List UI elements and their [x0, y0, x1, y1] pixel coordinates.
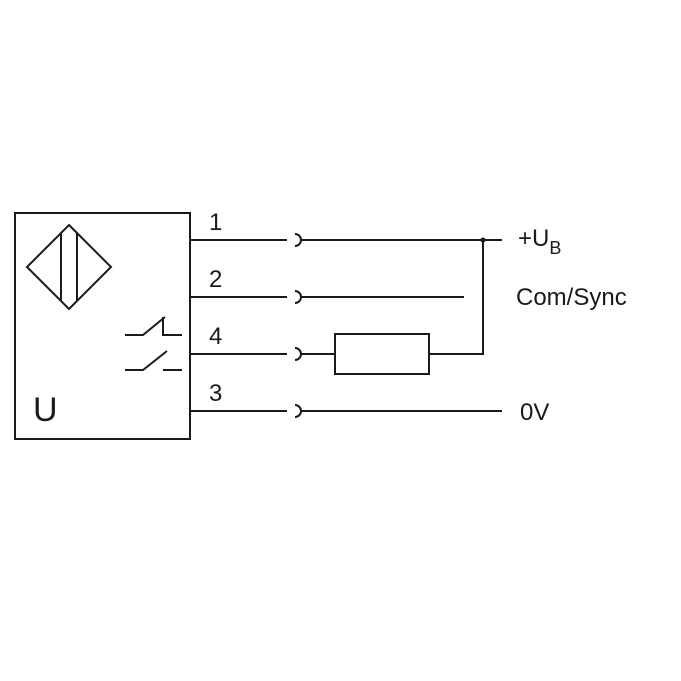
connector-icon [294, 404, 302, 418]
switch-contact-icon [125, 316, 182, 371]
sensor-housing [14, 212, 191, 440]
sensor-label: U [33, 391, 58, 429]
wire-pin-1 [190, 233, 502, 247]
wire-pin-2 [190, 290, 464, 304]
wire-pin-4 [190, 240, 484, 375]
connector-icon [294, 347, 302, 361]
terminal-label-ub: +UB [518, 225, 561, 258]
terminal-label-com-sync: Com/Sync [516, 284, 627, 311]
pin-number-4: 4 [209, 323, 222, 350]
load-resistor-icon [334, 333, 430, 375]
pin-number-2: 2 [209, 266, 222, 293]
pin-number-1: 1 [209, 209, 222, 236]
connector-icon [294, 290, 302, 304]
connector-icon [294, 233, 302, 247]
terminal-label-0v: 0V [520, 399, 549, 426]
wire-pin-3 [190, 404, 502, 418]
sensor-symbol-icon [25, 223, 113, 311]
pin-number-3: 3 [209, 380, 222, 407]
